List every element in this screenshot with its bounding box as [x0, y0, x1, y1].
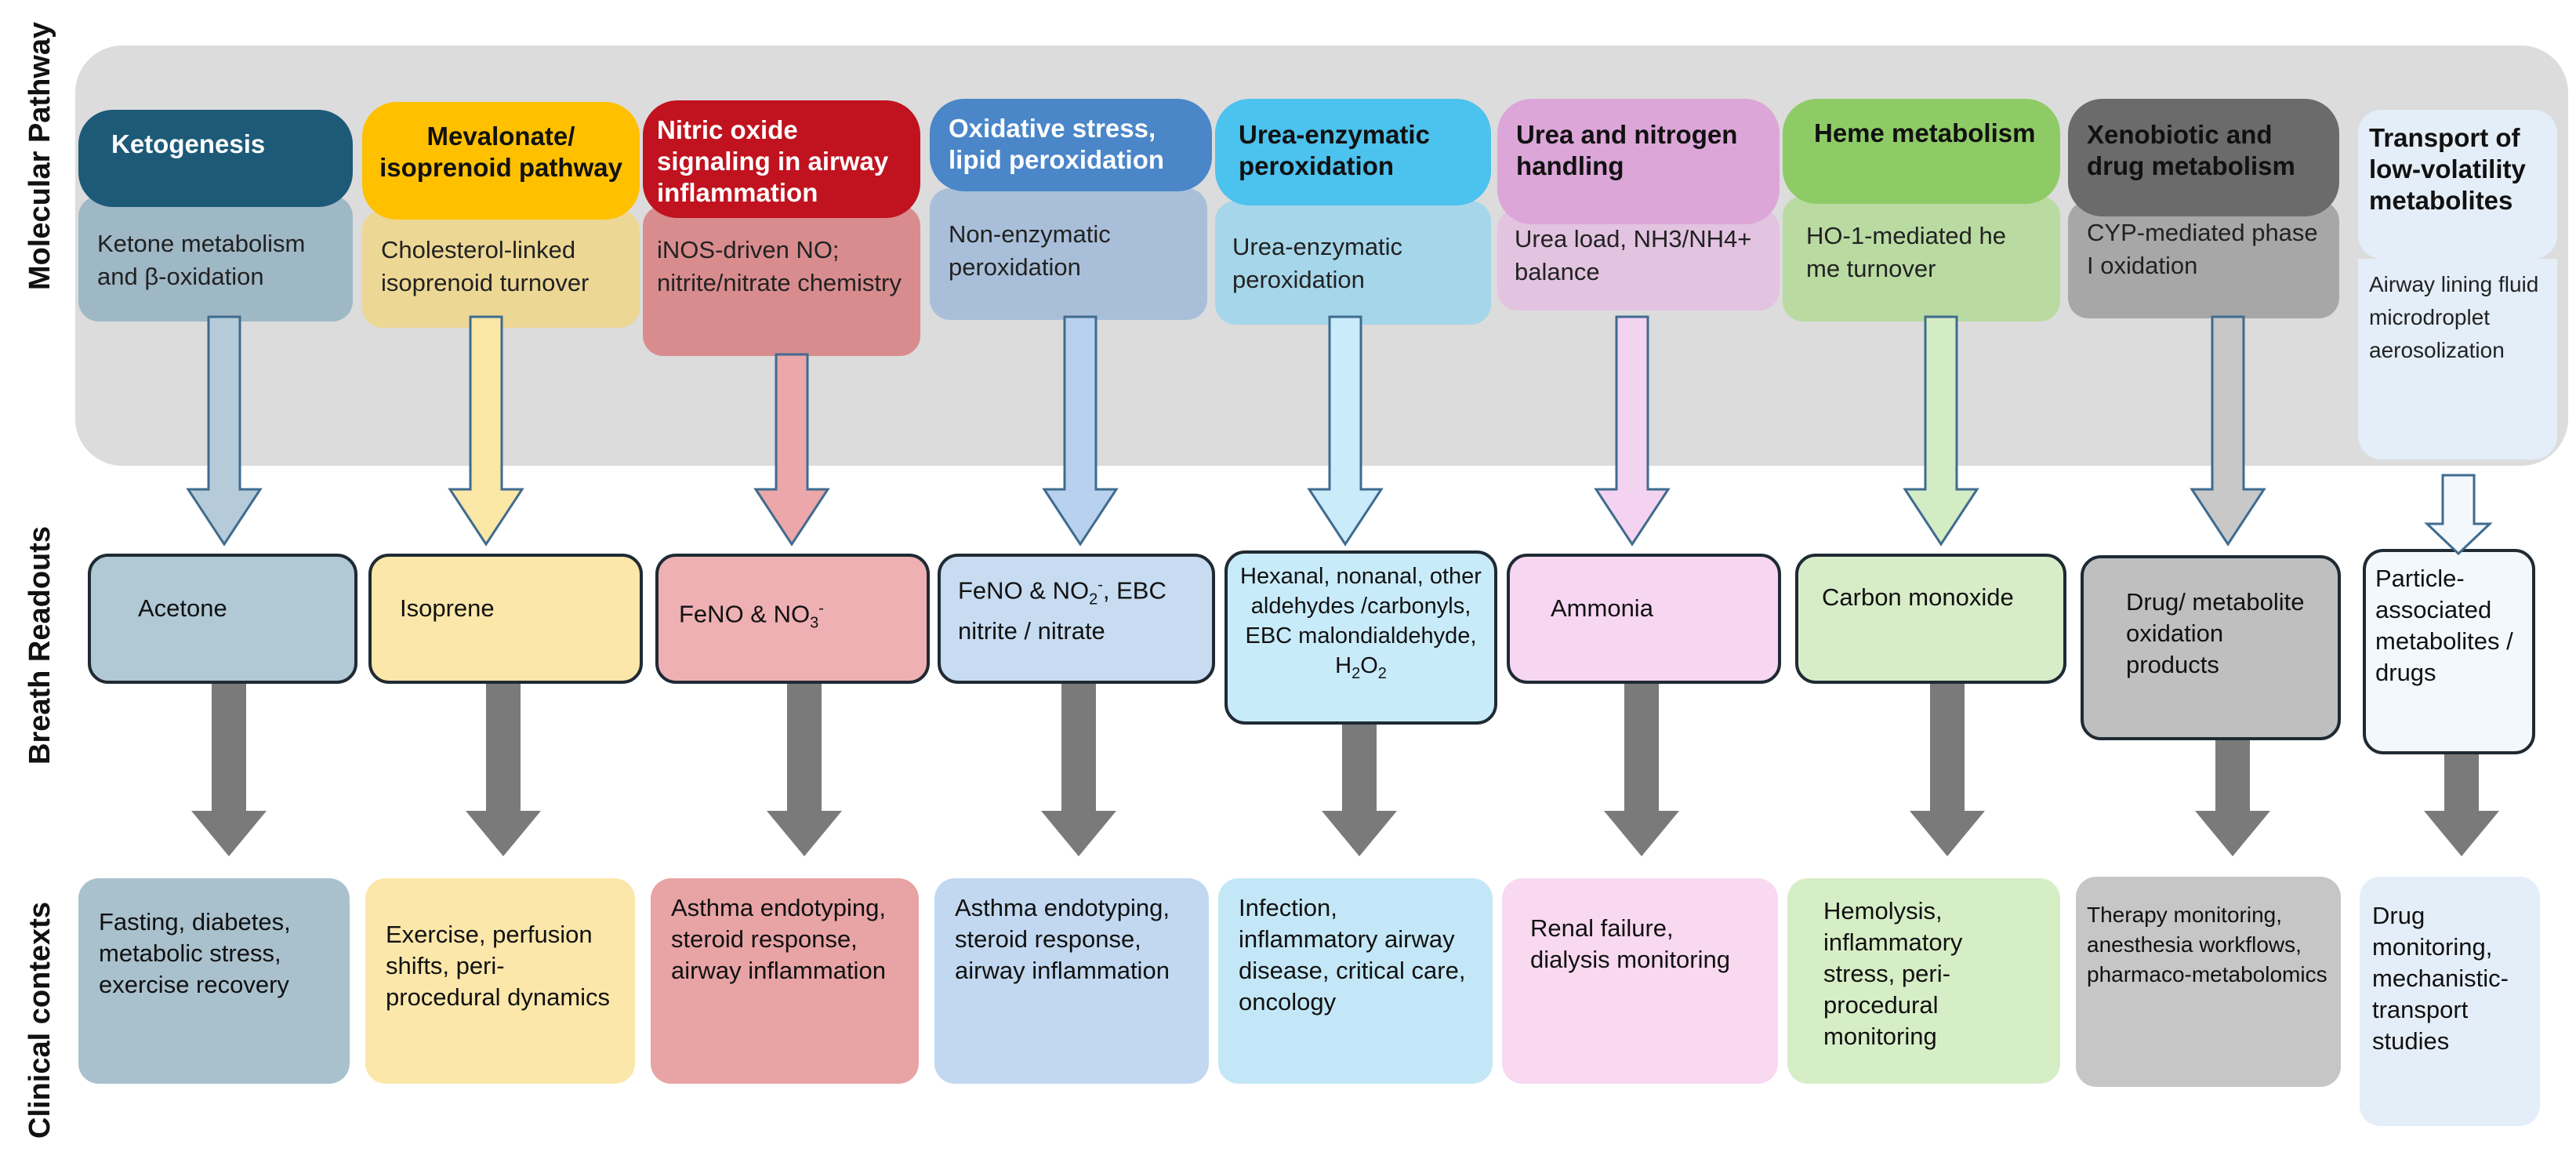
row-label-breath-readouts: Breath Readouts — [24, 525, 56, 765]
readout-aldehydes: Hexanal, nonanal, other aldehydes /carbo… — [1225, 550, 1497, 725]
pathway-header-transport: Transport of low-volatility metabolites — [2358, 110, 2557, 259]
context-nitric-oxide: Asthma endotyping, steroid response, air… — [651, 878, 919, 1084]
readout-arrow-urea-nitrogen — [1604, 684, 1679, 856]
readout-arrow-heme — [1910, 684, 1985, 856]
context-ketogenesis: Fasting, diabetes, metabolic stress, exe… — [78, 878, 350, 1084]
row-label-clinical-contexts: Clinical contexts — [24, 902, 56, 1139]
readout-arrow-mevalonate — [466, 684, 541, 856]
mechanism-oxidative-stress: Non-enzymatic peroxidation — [930, 188, 1207, 320]
pathway-header-urea-nitrogen: Urea and nitrogen handling — [1497, 99, 1780, 224]
pathway-header-xenobiotic: Xenobiotic and drug metabolism — [2068, 99, 2339, 216]
pathway-header-heme: Heme metabolism — [1783, 99, 2060, 204]
pathway-header-urea-enzymatic: Urea-enzymatic peroxidation — [1215, 99, 1491, 205]
readout-arrow-nitric — [767, 684, 842, 856]
mechanism-xenobiotic: CYP-mediated phase I oxidation — [2068, 201, 2339, 318]
readout-arrow-ketogenesis — [191, 684, 267, 856]
context-heme: Hemolysis, inflammatory stress, peri-pro… — [1787, 878, 2060, 1084]
readout-feno-nitrate: FeNO & NO3- — [655, 554, 930, 684]
mechanism-mevalonate: Cholesterol-linked isoprenoid turnover — [362, 210, 640, 328]
readout-arrow-urea-enzymatic — [1322, 725, 1397, 856]
context-oxidative-stress: Asthma endotyping, steroid response, air… — [934, 878, 1209, 1084]
mechanism-heme: HO-1-mediated he me turnover — [1783, 196, 2060, 322]
mechanism-nitric-oxide: iNOS-driven NO; nitrite/nitrate chemistr… — [643, 205, 920, 356]
readout-drug-oxidation: Drug/ metabolite oxidation products — [2081, 555, 2341, 740]
mechanism-urea-nitrogen: Urea load, NH3/NH4+ balance — [1497, 209, 1780, 311]
readout-isoprene: Isoprene — [368, 554, 643, 684]
mechanism-urea-enzymatic: Urea-enzymatic peroxidation — [1215, 201, 1491, 325]
context-urea-nitrogen: Renal failure, dialysis monitoring — [1502, 878, 1778, 1084]
readout-ammonia: Ammonia — [1507, 554, 1781, 684]
readout-arrow-transport — [2424, 754, 2499, 856]
context-transport: Drug monitoring, mechanistic-transport s… — [2360, 877, 2540, 1126]
context-xenobiotic: Therapy monitoring, anesthesia workflows… — [2076, 877, 2341, 1087]
pathway-header-nitric-oxide: Nitric oxide signaling in airway inflamm… — [643, 100, 920, 218]
readout-acetone: Acetone — [88, 554, 357, 684]
pathway-header-mevalonate: Mevalonate/ isoprenoid pathway — [362, 102, 640, 220]
readout-carbon-monoxide: Carbon monoxide — [1795, 554, 2066, 684]
readout-particle-associated: Particle-associated metabolites / drugs — [2363, 549, 2535, 754]
context-mevalonate: Exercise, perfusion shifts, peri-procedu… — [365, 878, 635, 1084]
pathway-arrow-transport — [2424, 474, 2493, 556]
readout-arrow-oxidative — [1041, 684, 1116, 856]
mechanism-transport: Airway lining fluid microdroplet aerosol… — [2358, 259, 2557, 460]
readout-feno-nitrite: FeNO & NO2-, EBC nitrite / nitrate — [938, 554, 1215, 684]
readout-arrow-xenobiotic — [2195, 740, 2270, 856]
mechanism-ketogenesis: Ketone metabolism and β-oxidation — [78, 196, 353, 322]
row-label-molecular-pathway: Molecular Pathway — [24, 21, 56, 290]
pathway-header-oxidative-stress: Oxidative stress, lipid peroxidation — [930, 99, 1212, 191]
pathway-header-ketogenesis: Ketogenesis — [78, 110, 353, 207]
context-urea-enzymatic: Infection, inflammatory airway disease, … — [1218, 878, 1493, 1084]
